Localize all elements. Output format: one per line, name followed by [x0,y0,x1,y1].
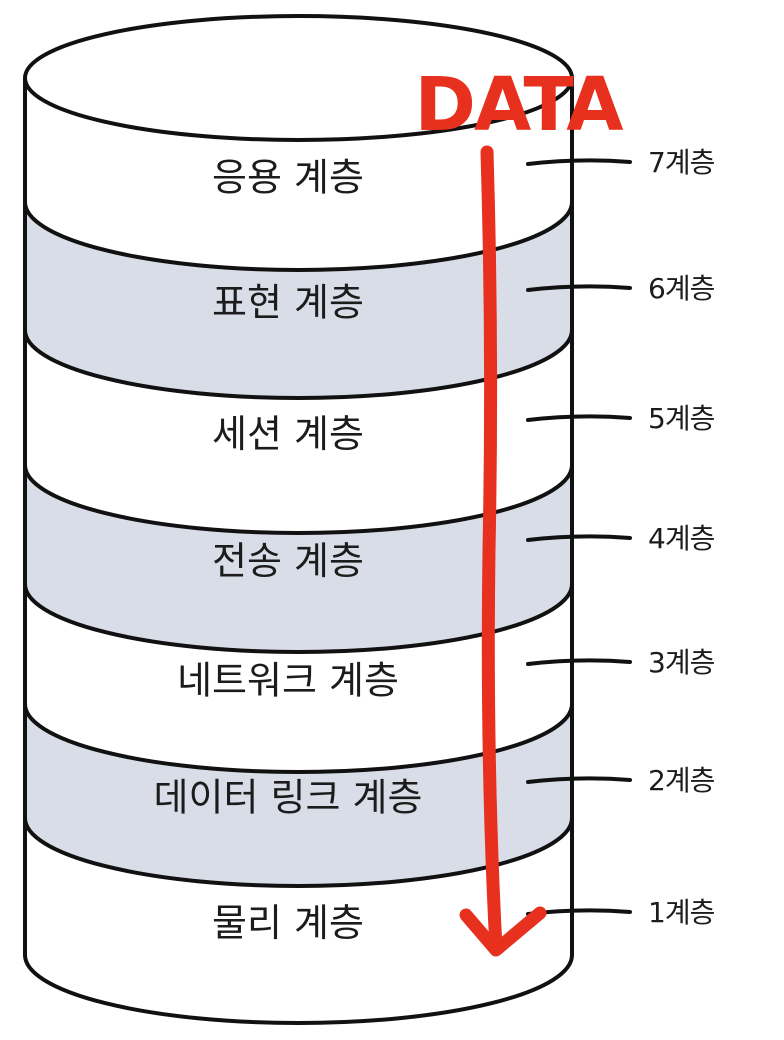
level-label-1: 7계층 [648,146,715,179]
level-label-6: 2계층 [648,764,715,797]
layer-band-2 [25,202,572,398]
band-boundary-arc [23,329,574,400]
layer-label-2: 표현 계층 [212,280,364,324]
level-label-3: 5계층 [648,402,715,435]
layer-band-7 [25,818,572,1023]
level-leader-3 [526,414,632,422]
data-flow-arrow [459,145,547,957]
band-boundary-arc [23,201,574,272]
level-leaders: 7계층 6계층 5계층 4계층 3계층 2계층 1계층 [526,146,716,929]
arrow-shaft [480,145,503,955]
band-boundary-arc [23,583,574,654]
level-leader-1 [526,158,632,166]
layer-band-6 [25,704,572,887]
band-boundary-arc [23,703,574,774]
band-boundary-arc [23,464,574,535]
layer-band-3 [25,330,572,533]
layer-label-3: 세션 계층 [212,412,364,456]
level-leader-4 [526,534,632,542]
layer-label-7: 물리 계층 [212,901,364,945]
layer-label-4: 전송 계층 [212,539,364,583]
band-boundary-arc [23,817,574,888]
level-label-7: 1계층 [648,896,715,929]
layer-label-6: 데이터 링크 계층 [154,775,423,819]
level-label-4: 4계층 [648,522,715,555]
level-leader-6 [526,776,632,784]
level-leader-2 [526,284,632,292]
cylinder-outline [23,14,574,1025]
band-boundary-arc [23,954,574,1025]
data-title: DATA [415,62,624,148]
layer-band-5 [25,584,572,772]
layer-label-1: 응용 계층 [212,155,364,199]
arrow-head [459,906,547,957]
level-leader-5 [526,658,632,666]
layer-band-1 [25,80,572,270]
level-label-5: 3계층 [648,646,715,679]
layer-bands [25,80,572,1023]
layer-label-5: 네트워크 계층 [177,658,399,702]
layer-band-4 [25,465,572,652]
level-label-2: 6계층 [648,272,715,305]
